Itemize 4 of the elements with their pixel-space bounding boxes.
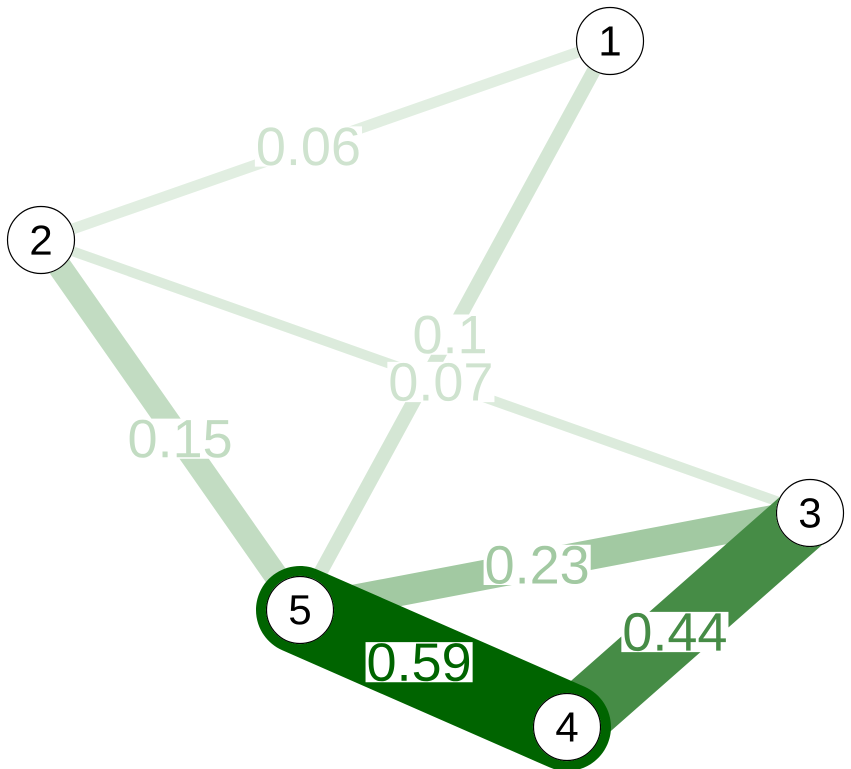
edge-label: 0.23: [484, 544, 591, 585]
edge-label: 0.15: [126, 418, 234, 459]
edge-label: 0.44: [621, 612, 728, 652]
edge-label: 0.59: [366, 642, 473, 682]
